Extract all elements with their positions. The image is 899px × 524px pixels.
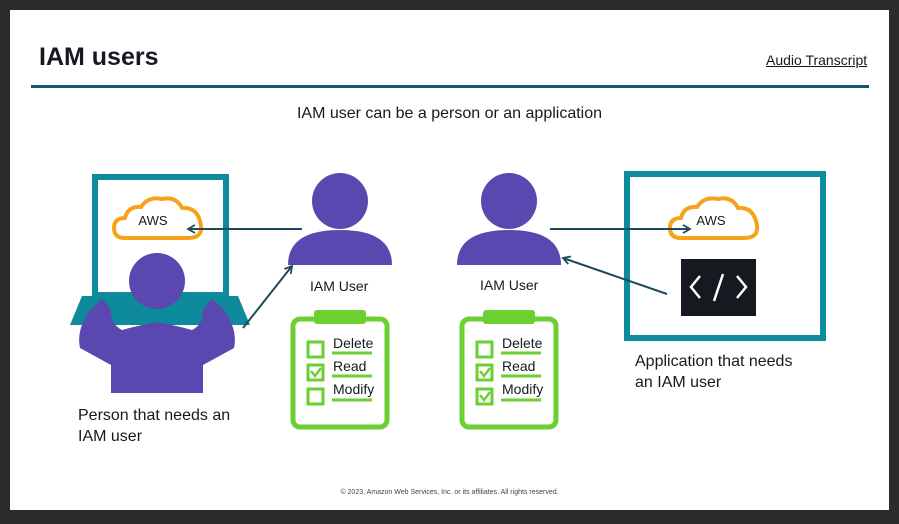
application-caption-line1: Application that needs [635,353,793,370]
left-cloud-icon: AWS [112,196,204,240]
title-divider [31,85,869,88]
checkbox-icon [306,363,325,382]
right-perm-delete: Delete [502,335,543,351]
code-icon [681,259,756,316]
right-cloud-icon: AWS [668,196,760,240]
left-perm-read: Read [333,358,367,374]
left-user-icon [288,173,392,265]
person-caption-line1: Person that needs an [78,407,231,424]
page-title: IAM users [39,43,159,71]
checkbox-icon [475,363,494,382]
person-to-user-arrow [242,264,294,329]
right-clipboard-icon [459,310,559,430]
slide: IAM users Audio Transcript IAM user can … [10,10,889,510]
iam-diagram: AWS [70,171,826,430]
checkbox-icon [475,387,494,406]
copyright-footer: © 2023, Amazon Web Services, Inc. or its… [340,489,559,496]
person-caption-line2: IAM user [78,428,143,445]
application-caption: Application that needs an IAM user [635,351,792,393]
person-icon [79,253,235,393]
app-to-user-arrow [561,255,668,295]
checkbox-icon [306,340,325,359]
checkbox-icon [306,387,325,406]
audio-transcript-link[interactable]: Audio Transcript [766,52,868,68]
right-user-icon [457,173,561,265]
right-aws-label: AWS [696,213,725,228]
application-frame [624,171,826,341]
left-iam-user-label: IAM User [310,278,369,294]
diagram-subtitle: IAM user can be a person or an applicati… [296,105,603,122]
left-perm-delete: Delete [333,335,374,351]
application-caption-line2: an IAM user [635,374,722,391]
checkbox-icon [475,340,494,359]
left-aws-label: AWS [138,213,167,228]
left-clipboard-icon [290,310,390,430]
right-perm-read: Read [502,358,536,374]
right-perm-modify: Modify [502,381,544,397]
left-perm-modify: Modify [333,381,375,397]
person-caption: Person that needs an IAM user [78,405,230,447]
right-iam-user-label: IAM User [480,277,539,293]
